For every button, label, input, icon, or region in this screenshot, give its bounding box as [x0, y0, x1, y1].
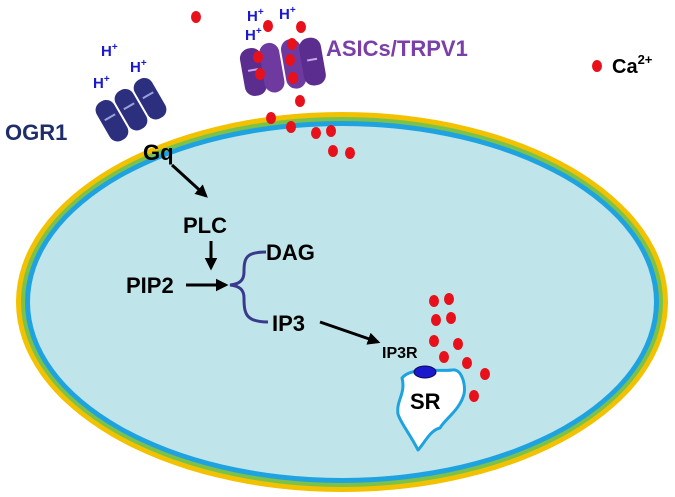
asics-trpv1-label: ASICs/TRPV1	[326, 36, 468, 61]
calcium-ion	[345, 147, 355, 159]
ogr1-label: OGR1	[5, 120, 67, 145]
gq-label: Gq	[143, 140, 174, 165]
sr-label: SR	[410, 389, 441, 414]
calcium-ion	[469, 390, 479, 402]
calcium-ion	[444, 293, 454, 305]
asic-trpv1-channel	[239, 37, 326, 96]
calcium-ion	[462, 357, 472, 369]
arrow-ip3-to-ip3r	[319, 320, 381, 345]
calcium-ion	[266, 112, 276, 124]
dag-label: DAG	[266, 240, 315, 265]
calcium-ion	[326, 125, 336, 137]
plc-label: PLC	[183, 213, 227, 238]
calcium-ion	[429, 335, 439, 347]
ip3r-receptor	[413, 365, 437, 379]
proton-label: H+	[247, 7, 264, 25]
sarcoplasmic-reticulum	[396, 368, 466, 452]
calcium-ion	[429, 295, 439, 307]
pip2-label: PIP2	[126, 273, 174, 298]
calcium-ion	[446, 312, 456, 324]
proton-label: H+	[130, 58, 147, 76]
ip3-label: IP3	[272, 311, 305, 336]
proton-label: H+	[245, 26, 262, 44]
calcium-ion	[431, 314, 441, 326]
calcium-legend-label: Ca2+	[612, 52, 653, 78]
calcium-ion	[263, 20, 273, 32]
pip2-cleavage-bracket	[229, 250, 269, 324]
calcium-ion	[311, 127, 321, 139]
calcium-ion	[296, 21, 306, 33]
calcium-ion	[439, 351, 449, 363]
calcium-ion	[288, 72, 298, 84]
calcium-legend-ion	[592, 60, 602, 72]
calcium-ion	[453, 338, 463, 350]
calcium-ion	[191, 11, 201, 23]
calcium-ions	[191, 11, 602, 402]
cell-cytoplasm	[30, 126, 654, 478]
proton-label: H+	[101, 42, 118, 60]
ip3r-label: IP3R	[382, 345, 418, 362]
calcium-ion	[255, 68, 265, 80]
proton-label: H+	[93, 74, 110, 92]
ogr1-receptor	[95, 77, 167, 142]
protons: H+ H+ H+ H+ H+ H+	[93, 5, 296, 92]
calcium-ion	[286, 121, 296, 133]
proton-label: H+	[279, 5, 296, 23]
calcium-ion	[480, 368, 490, 380]
calcium-ion	[253, 51, 263, 63]
calcium-ion	[287, 38, 297, 50]
calcium-ion	[328, 145, 338, 157]
calcium-ion	[285, 54, 295, 66]
calcium-ion	[295, 95, 305, 107]
arrow-gq-to-plc	[170, 163, 208, 198]
